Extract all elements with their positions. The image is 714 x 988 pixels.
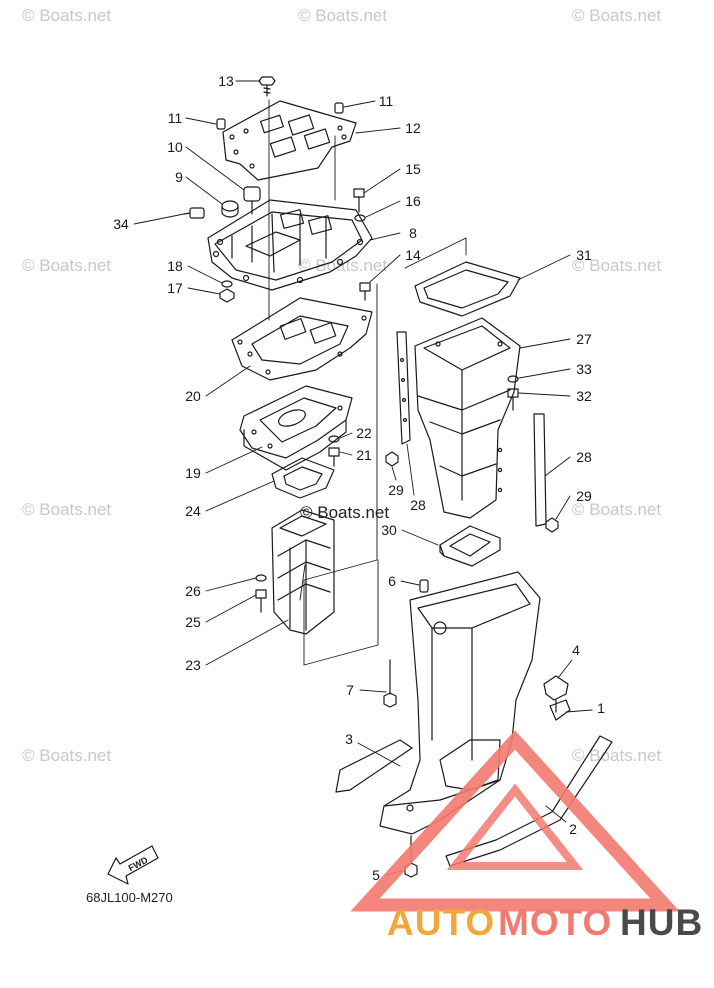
dowel-pin-6 (419, 579, 429, 593)
callout-number: 21 (356, 447, 372, 463)
callout-number: 2 (569, 821, 577, 837)
callout-number: 11 (379, 93, 394, 109)
callout-number: 15 (405, 161, 421, 177)
bolt-32 (507, 388, 519, 411)
callout-number: 8 (409, 225, 417, 241)
grommet-9 (221, 200, 239, 218)
callout-number: 6 (388, 573, 396, 589)
callout-number: 7 (346, 682, 354, 698)
exhaust-pipe (271, 509, 335, 635)
nut-29-left (385, 451, 399, 467)
washer-26 (255, 574, 267, 582)
bolt-21 (328, 447, 340, 467)
brand-text-auto: AUTO (387, 902, 496, 943)
callout-number: 16 (405, 193, 421, 209)
callout-number: 25 (185, 614, 201, 630)
callout-number: 27 (576, 331, 592, 347)
diagram-code: 68JL100-M270 (86, 890, 173, 905)
brand-text-hub: HUB (620, 902, 704, 943)
strip-3 (335, 739, 413, 793)
callout-number: 23 (185, 657, 201, 673)
center-watermark: © Boats.net (300, 503, 390, 522)
bolt-7 (383, 659, 397, 708)
grommet-4 (543, 675, 569, 713)
damper-strip-left (396, 331, 411, 445)
exhaust-guide (207, 199, 373, 291)
gasket-20 (231, 297, 373, 381)
callout-number: 20 (185, 388, 201, 404)
callout-number: 28 (410, 497, 426, 513)
callout-number: 19 (185, 465, 201, 481)
bolt-14 (359, 282, 371, 301)
callout-number: 5 (372, 867, 380, 883)
nut-29-right (545, 517, 559, 533)
callout-number: 13 (218, 73, 234, 89)
oil-pan (414, 317, 521, 519)
callout-number: 30 (381, 522, 397, 538)
gasket-24 (271, 457, 335, 499)
callout-number: 9 (175, 169, 183, 185)
fwd-label: FWD (127, 854, 150, 873)
callout-number: 4 (572, 642, 580, 658)
dowel-pin-left (216, 118, 226, 130)
callout-number: 28 (576, 449, 592, 465)
fitting-34 (183, 207, 205, 219)
nut-17 (219, 288, 235, 303)
damper-strip-right (533, 413, 547, 527)
callout-number: 26 (185, 583, 201, 599)
fitting-10 (243, 186, 261, 215)
callout-number: 33 (576, 361, 592, 377)
leader-lines (133, 80, 593, 876)
gasket-31 (414, 261, 521, 317)
callout-number: 29 (388, 482, 404, 498)
rubber-seal-1 (549, 699, 571, 721)
fwd-arrow-icon (107, 845, 159, 885)
bolt-13 (258, 76, 276, 97)
callout-number: 14 (405, 247, 421, 263)
brand-logo-icon (350, 730, 680, 912)
dowel-pin-right (334, 102, 344, 114)
exhaust-manifold (239, 385, 353, 471)
callout-number: 12 (405, 120, 421, 136)
seal-30 (439, 525, 501, 567)
bolt-25 (255, 589, 267, 613)
bolt-15 (353, 188, 365, 213)
callout-number: 18 (167, 258, 183, 274)
callout-number: 29 (576, 488, 592, 504)
callout-number: 32 (576, 388, 592, 404)
callout-number: 22 (356, 425, 372, 441)
washer-16 (354, 214, 366, 222)
washer-22 (328, 435, 340, 443)
assembly-guide-lines (268, 99, 467, 666)
washer-33 (507, 375, 519, 383)
callout-number: 11 (168, 110, 183, 126)
callout-number: 10 (167, 139, 183, 155)
callout-number: 17 (167, 280, 183, 296)
top-gasket (222, 100, 357, 181)
callout-number: 34 (113, 216, 129, 232)
callout-number: 1 (597, 700, 605, 716)
callout-number: 31 (576, 247, 592, 263)
callout-number: 3 (345, 731, 353, 747)
brand-text-moto: MOTO (498, 902, 613, 943)
washer-18 (221, 280, 233, 288)
callout-number: 24 (185, 503, 201, 519)
